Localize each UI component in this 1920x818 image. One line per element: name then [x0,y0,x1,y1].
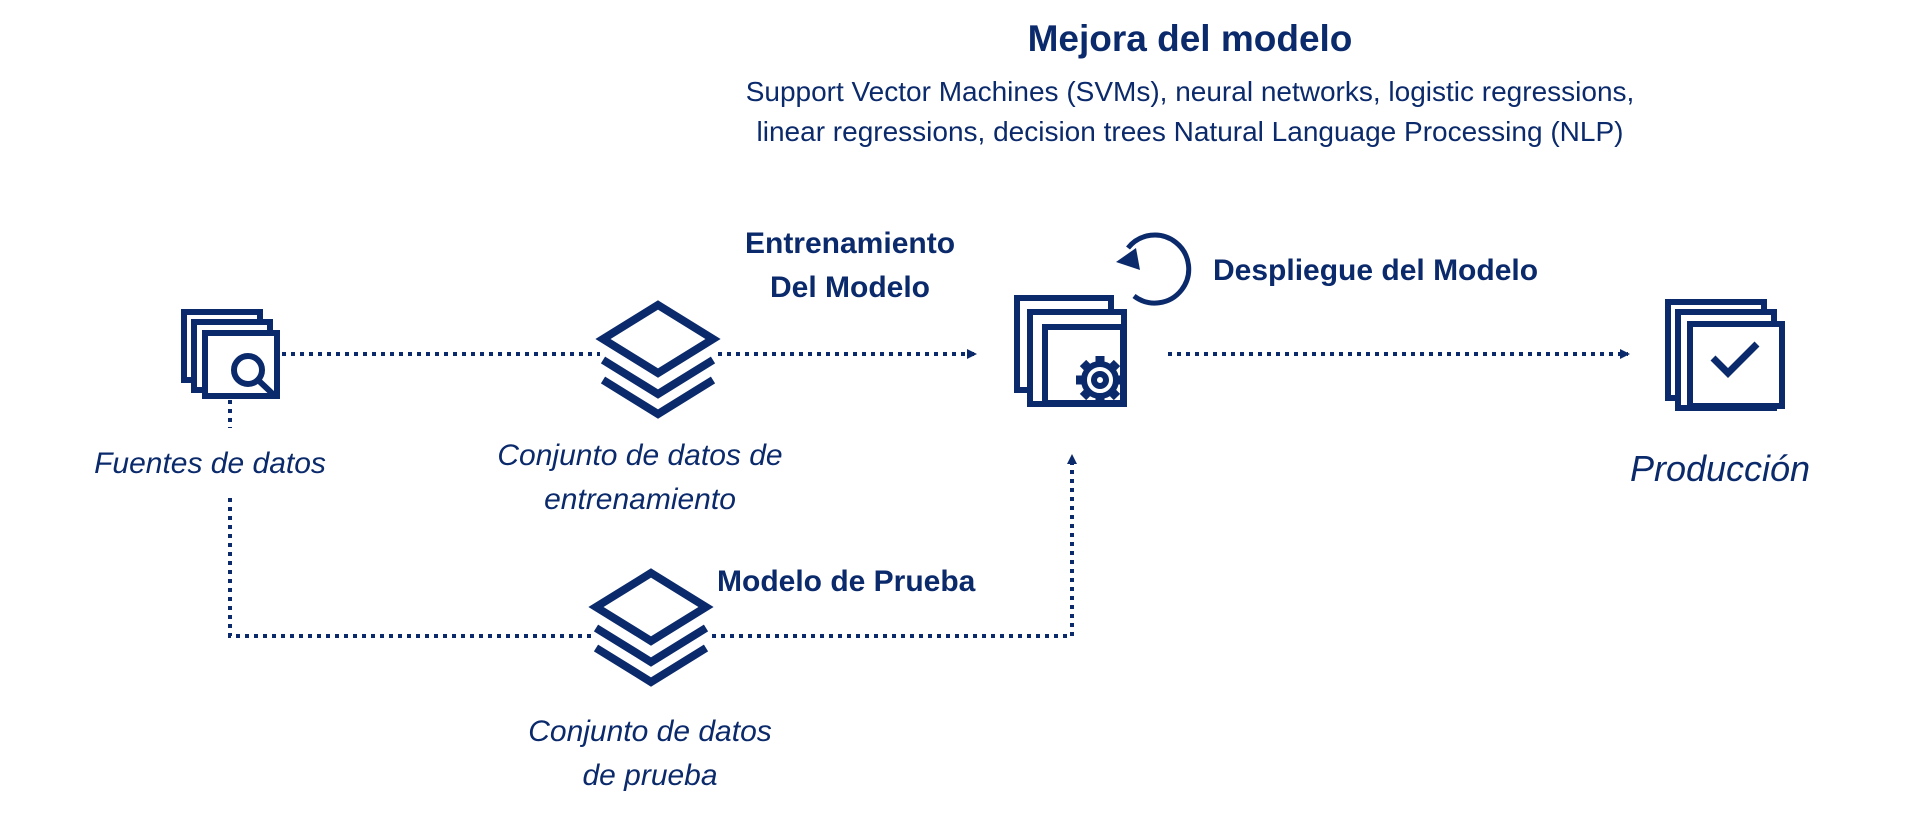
sources-label: Fuentes de datos [94,447,326,480]
subtitle-line-2: linear regressions, decision trees Natur… [756,116,1624,147]
diagram-title: Mejora del modelo [1027,18,1353,59]
refresh-icon [1116,232,1192,306]
training-set-label-line1: Conjunto de datos de [497,439,783,472]
test-edge-label: Modelo de Prueba [717,565,976,598]
training-layers-icon [595,300,721,419]
test-set-label-line1: Conjunto de datos [528,715,772,748]
subtitle-line-1: Support Vector Machines (SVMs), neural n… [745,76,1635,107]
test-set-label: Conjunto de datos de prueba [470,710,830,798]
connector-test-to-model [712,454,1077,638]
connector-sources-to-test [228,498,594,638]
test-set-label-line2: de prueba [582,759,718,792]
training-edge-label-line2: Del Modelo [769,271,930,304]
training-set-label: Conjunto de datos de entrenamiento [440,434,840,522]
document-check-icon [1665,299,1785,411]
training-set-label-line2: entrenamiento [544,483,736,516]
document-search-icon [181,309,280,400]
training-edge-label-line1: Entrenamiento [744,227,956,260]
production-label: Producción [1629,448,1811,489]
diagram-subtitle: Support Vector Machines (SVMs), neural n… [640,72,1740,152]
deploy-edge-label: Despliegue del Modelo [1213,254,1539,287]
training-edge-label: Entrenamiento Del Modelo [700,222,1000,310]
document-gear-icon [1014,295,1127,407]
test-layers-icon [588,568,714,687]
